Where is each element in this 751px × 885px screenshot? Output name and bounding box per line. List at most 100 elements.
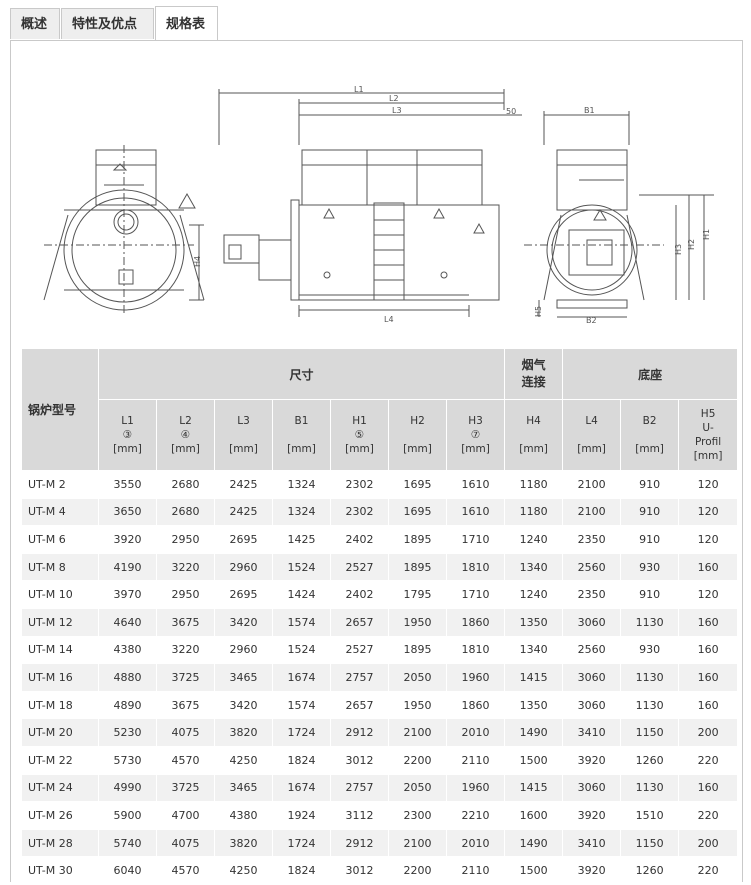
column-name: L4 [585,415,598,427]
value-cell: 910 [620,525,680,554]
front-view [43,145,205,315]
value-cell: 1950 [388,690,447,720]
value-cell: 910 [620,497,680,527]
value-cell: 2010 [445,718,506,747]
column-name: L2 [179,415,192,427]
value-cell: 2210 [445,801,506,830]
value-cell: 1180 [504,470,564,499]
column-mark: ⑤ [354,429,365,441]
dim-label-b2: B2 [586,316,597,325]
value-cell: 1500 [504,856,564,885]
value-cell: 2302 [330,470,389,499]
value-cell: 2960 [214,635,273,665]
value-cell: 1180 [504,497,564,527]
tab-overview[interactable]: 概述 [10,8,60,39]
dim-label-h1: H1 [702,229,711,240]
value-cell: 2200 [388,856,447,885]
value-cell: 1895 [388,552,447,582]
value-cell: 1150 [620,828,680,858]
value-cell: 2100 [562,470,622,499]
value-cell: 2100 [388,718,447,747]
value-cell: 1924 [272,801,331,830]
value-cell: 3060 [562,773,622,803]
value-cell: 160 [678,607,739,637]
column-unit: [mm] [345,443,374,455]
value-cell: 4250 [214,856,273,885]
value-cell: 1260 [620,745,680,775]
value-cell: 3650 [98,497,157,527]
column-unit: [mm] [229,443,258,455]
value-cell: 2657 [330,607,389,637]
value-cell: 3675 [156,690,215,720]
value-cell: 2402 [330,580,389,609]
side-view [218,89,522,317]
model-cell: UT-M 20 [21,718,99,747]
value-cell: 1240 [504,525,564,554]
value-cell: 3820 [214,718,273,747]
column-mark [215,428,272,442]
value-cell: 2100 [562,497,622,527]
value-cell: 2110 [445,856,506,885]
tab-features[interactable]: 特性及优点 [61,8,154,39]
model-cell: UT-M 26 [21,801,99,830]
value-cell: 2302 [330,497,389,527]
dim-label-l3: L3 [392,106,402,115]
dim-label-l2: L2 [389,94,399,103]
column-header-b2: B2 [mm] [620,399,680,471]
value-cell: 1130 [620,690,680,720]
value-cell: 4700 [156,801,215,830]
model-cell: UT-M 16 [21,663,99,692]
column-header-l4: L4 [mm] [562,399,622,471]
dim-label-h4: H4 [193,256,202,267]
column-unit: [mm] [577,443,606,455]
value-cell: 3970 [98,580,157,609]
value-cell: 1130 [620,773,680,803]
dim-label-h2: H2 [687,239,696,250]
column-unit: [mm] [693,450,723,462]
value-cell: 1895 [388,635,447,665]
value-cell: 1724 [272,718,331,747]
boiler-technical-drawing: L1 L2 L3 50 L4 H4 B1 B2 H1 H2 H3 H5 [43,85,714,325]
value-cell: 1340 [504,552,564,582]
model-cell: UT-M 28 [21,828,99,858]
value-cell: 1240 [504,580,564,609]
model-cell: UT-M 4 [21,497,99,527]
value-cell: 4250 [214,745,273,775]
value-cell: 2425 [214,470,273,499]
value-cell: 220 [678,745,739,775]
value-cell: 3060 [562,690,622,720]
model-cell: UT-M 18 [21,690,99,720]
value-cell: 5900 [98,801,157,830]
column-name: H4 [526,415,541,427]
value-cell: 4190 [98,552,157,582]
value-cell: 3920 [562,856,622,885]
value-cell: 1960 [445,663,506,692]
value-cell: 5740 [98,828,157,858]
column-unit: [mm] [519,443,548,455]
column-name: H2 [410,415,425,427]
value-cell: 1674 [272,773,331,803]
column-header-b1: B1 [mm] [272,399,331,471]
value-cell: 220 [678,801,739,830]
column-name: B1 [294,415,309,427]
value-cell: 3060 [562,663,622,692]
model-cell: UT-M 2 [21,470,99,499]
value-cell: 220 [678,856,739,885]
tab-specifications[interactable]: 规格表 [155,6,218,41]
value-cell: 1710 [445,525,506,554]
value-cell: 3550 [98,470,157,499]
